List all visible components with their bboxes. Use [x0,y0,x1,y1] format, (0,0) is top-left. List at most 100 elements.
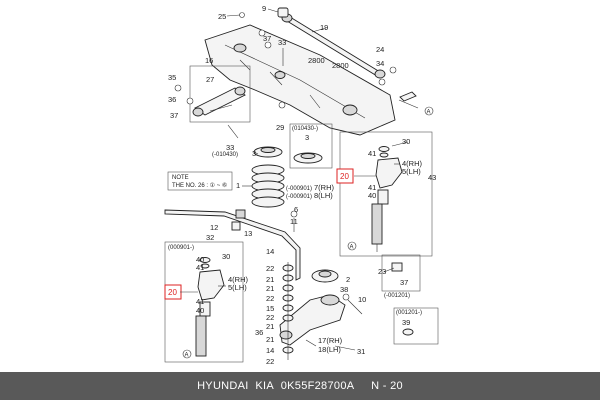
footer-bar: HYUNDAI KIA 0K55F28700A N - 20 [0,372,600,400]
callout-27: 27 [206,75,214,84]
footer-brand: HYUNDAI KIA [197,380,275,392]
callout-33a: 33 [278,38,286,47]
callout-9: 9 [262,4,266,13]
highlight-label-right: 20 [340,172,349,181]
marker-a-left: A [185,353,189,359]
callout-12: 12 [210,223,218,232]
callout-3b: 3 [305,133,309,142]
callout-11: 11 [290,217,298,226]
callout-22b: 22 [266,294,274,303]
callout-41b: 41 [368,183,376,192]
stabilizer-link [290,210,298,232]
left-shock-box [164,241,244,363]
bushing-9 [277,7,289,18]
date-code-000901-a: (-000901) [286,186,312,192]
callout-35: 35 [168,73,176,82]
bracket-part [399,91,417,102]
callout-38: 38 [340,285,348,294]
lateral-link-16 [189,65,251,123]
callout-22d: 22 [266,357,274,366]
lower-spring-seat-2 [311,269,339,283]
callout-37b: 37 [170,111,178,120]
callout-37a: 37 [263,34,271,43]
callout-21a: 21 [266,275,274,284]
callout-21c: 21 [266,322,274,331]
rear-crossmember [204,24,396,136]
bushings-lower [282,262,294,360]
callout-1: 1 [236,181,240,190]
callout-30a: 30 [402,137,410,146]
callout-6: 6 [294,205,298,214]
date-code-000901-plus: (000901-) [168,245,194,251]
callout-labels: 9 19 25 37 33 2800 24 34 16 35 27 36 37 … [168,4,436,366]
callout-41c: 41 [196,263,204,272]
callout-40a: 40 [368,191,376,200]
date-code-010430-minus: (-010430) [212,152,238,158]
callout-32: 32 [206,233,214,242]
footer-gap-2 [354,380,371,392]
callout-5lh: 5(LH) [402,167,421,176]
callout-4rh-left: 4(RH) [228,275,249,284]
callout-22c: 22 [266,313,274,322]
callout-40b: 40 [196,255,204,264]
date-code-001201-minus: (-001201) [384,293,410,299]
callout-2800a: 2800 [308,56,325,65]
callout-29: 29 [276,123,284,132]
callout-31: 31 [357,347,365,356]
coil-spring [251,164,285,208]
callout-14a: 14 [266,247,274,256]
callout-36a: 36 [168,95,176,104]
callout-40c: 40 [196,306,204,315]
callout-21d: 21 [266,335,274,344]
callout-14b: 14 [266,346,274,355]
small-hardware-upper [174,12,419,139]
footer-page: N - 20 [371,380,403,392]
callout-41d: 41 [196,297,204,306]
callout-30b: 30 [222,252,230,261]
spring-seat-boxed [289,123,333,169]
lower-arm [279,294,346,346]
callout-17rh: 17(RH) [318,336,343,345]
exploded-parts-diagram: NOTE THE NO. 26 : ① ~ ⑥ (010430-) (-0104… [164,4,439,366]
reference-markers: A A A [182,106,434,359]
date-code-000901-b: (-000901) [286,194,312,200]
note-box [167,171,233,191]
part-39-nut [402,328,414,336]
box-001201-minus [381,254,421,292]
callout-4rh: 4(RH) [402,159,423,168]
callout-13: 13 [244,229,252,238]
highlight-box-right[interactable] [336,168,354,184]
leader-lines [180,8,409,347]
part-37-nut [391,262,403,272]
callout-25: 25 [218,12,226,21]
box-001201-plus [393,307,439,345]
note-title: NOTE [172,175,189,181]
stabilizer-bar [164,209,301,281]
callout-19: 19 [320,23,328,32]
footer-part-number: 0K55F28700A [280,380,355,392]
callout-41a: 41 [368,149,376,158]
callout-37c: 37 [400,278,408,287]
callout-33b: 33 [226,143,234,152]
callout-3a: 3 [252,149,256,158]
callout-8lh: 8(LH) [314,191,333,200]
upper-control-rod-19 [281,13,386,79]
footer-gap-1 [274,380,281,392]
bolt-31 [334,345,356,351]
callout-16: 16 [205,56,213,65]
spring-upper-seat [253,146,283,158]
marker-a-right: A [350,245,354,251]
callout-2800b: 2800 [332,61,349,70]
highlight-label-left: 20 [168,288,177,297]
callout-21b: 21 [266,284,274,293]
note-body: THE NO. 26 : ① ~ ⑥ [172,182,227,189]
callout-18lh: 18(LH) [318,345,341,354]
callout-23: 23 [378,267,386,276]
callout-39: 39 [402,318,410,327]
marker-a-top: A [427,110,431,116]
callout-24: 24 [376,45,384,54]
callout-5lh-left: 5(LH) [228,283,247,292]
right-shock-box [339,131,433,257]
date-code-001201-plus: (001201-) [396,310,422,316]
